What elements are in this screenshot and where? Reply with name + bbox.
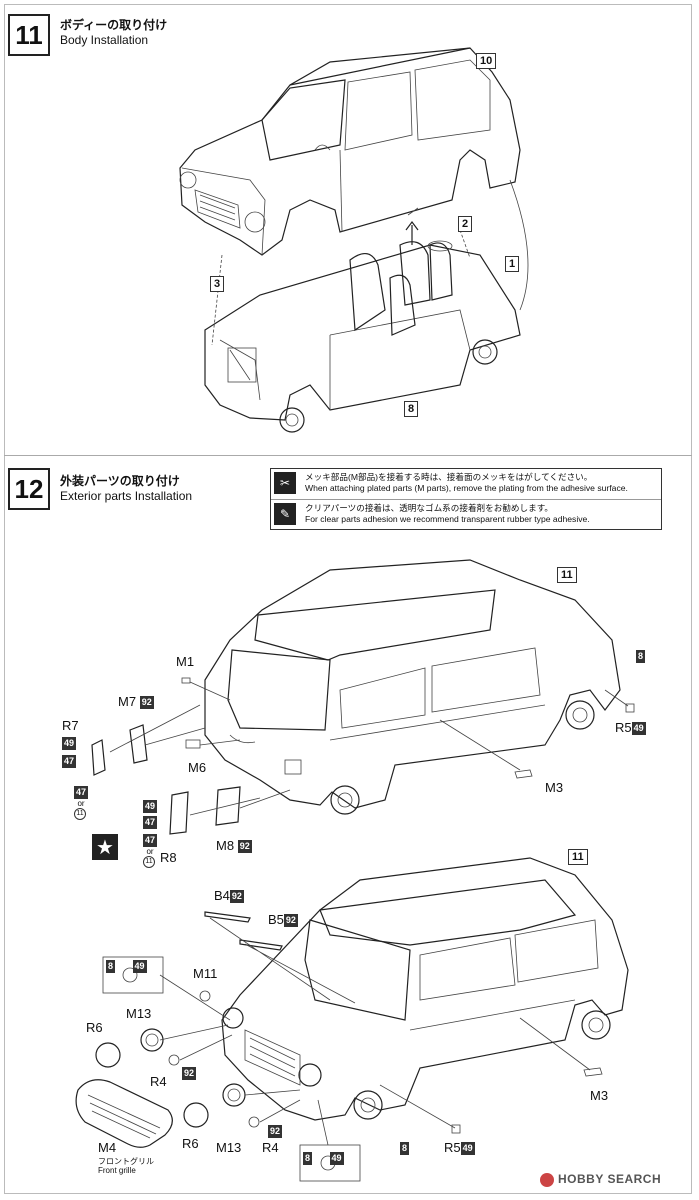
part-R4-b: R4 — [262, 1140, 279, 1155]
part-M3-lower: M3 — [590, 1088, 609, 1103]
step-11-title-en: Body Installation — [60, 33, 149, 47]
M4-name-en: Front grille — [98, 1166, 136, 1175]
M4-name-jp: フロントグリル — [98, 1157, 154, 1166]
part-M4: M4 — [98, 1140, 117, 1155]
plating-icon: ✂ — [274, 472, 296, 494]
part-M3-upper: M3 — [545, 780, 564, 795]
pin-3: 3 — [210, 275, 225, 292]
lower-ref-8: 8 — [400, 1142, 410, 1156]
pin-1: 1 — [505, 255, 520, 272]
glue-icon: ✎ — [274, 503, 296, 525]
R8-alt: 47 or 11 — [143, 834, 158, 868]
part-M8: M8 92 — [216, 838, 252, 854]
part-M13-b: M13 — [216, 1140, 242, 1155]
R4-b-color: 92 — [268, 1125, 283, 1138]
part-R8: R8 — [160, 850, 177, 865]
note-plating: ✂ メッキ部品(M部品)を接着する時は、接着面のメッキをはがしてください。 Wh… — [271, 469, 661, 500]
body-ref-10: 10 — [476, 52, 497, 69]
step11-chassis-drawing — [204, 240, 521, 433]
step12-lower-car-drawing — [221, 857, 629, 1121]
watermark: HOBBY SEARCH — [540, 1172, 661, 1187]
upper-car-ref-11: 11 — [557, 566, 577, 583]
step11-body-drawing — [179, 47, 521, 256]
part-M13-a: M13 — [126, 1006, 152, 1021]
step-number-11: 11 — [8, 14, 50, 56]
step11-guide-lines — [211, 179, 529, 346]
part-R4-a: R4 — [150, 1074, 167, 1089]
note-plating-en: When attaching plated parts (M parts), r… — [305, 483, 628, 493]
step12-lower-parts — [75, 911, 603, 1182]
R8-color-2: 47 — [143, 816, 158, 829]
part-M1: M1 — [176, 654, 195, 669]
step12-upper-car-drawing — [204, 559, 621, 815]
step-12-title-jp: 外装パーツの取り付け — [60, 474, 180, 488]
step-divider — [4, 455, 692, 456]
star-icon: ★ — [92, 834, 118, 860]
upper-rear-ref-8: 8 — [636, 650, 646, 664]
page-frame — [4, 4, 692, 1194]
step-12-title: 外装パーツの取り付け Exterior parts Installation — [60, 474, 192, 504]
note-glue-en: For clear parts adhesion we recommend tr… — [305, 514, 590, 524]
part-R6-a: R6 — [86, 1020, 103, 1035]
part-R7: R7 — [62, 718, 79, 733]
note-glue-jp: クリアパーツの接着は、透明なゴム系の接着剤をお勧めします。 — [305, 503, 554, 513]
detail1-labels: 8 49 — [106, 960, 147, 973]
lower-car-ref-11: 11 — [568, 848, 588, 865]
part-R6-b: R6 — [182, 1136, 199, 1151]
notes-box: ✂ メッキ部品(M部品)を接着する時は、接着面のメッキをはがしてください。 Wh… — [270, 468, 662, 530]
pin-2: 2 — [458, 215, 473, 232]
note-glue: ✎ クリアパーツの接着は、透明なゴム系の接着剤をお勧めします。 For clea… — [271, 500, 661, 530]
note-plating-jp: メッキ部品(M部品)を接着する時は、接着面のメッキをはがしてください。 — [305, 472, 593, 482]
R8-color-1: 49 — [143, 800, 158, 813]
part-M11: M11 — [193, 966, 218, 981]
step-11-title: ボディーの取り付け Body Installation — [60, 18, 167, 48]
R4-a-color: 92 — [182, 1067, 197, 1080]
step-12-title-en: Exterior parts Installation — [60, 489, 193, 503]
R7-alt: 47 or 11 — [74, 786, 89, 820]
step-number-12: 12 — [8, 468, 50, 510]
chassis-ref-8: 8 — [404, 400, 419, 417]
step-11-title-jp: ボディーの取り付け — [60, 18, 168, 32]
part-M7: M7 92 — [118, 694, 154, 710]
hobbysearch-logo-icon — [540, 1172, 554, 1187]
R7-color-1: 49 — [62, 737, 77, 750]
step12-upper-parts — [91, 677, 635, 835]
R7-color-2: 47 — [62, 755, 77, 768]
detail2-labels: 8 49 — [303, 1152, 344, 1165]
part-M6: M6 — [188, 760, 207, 775]
